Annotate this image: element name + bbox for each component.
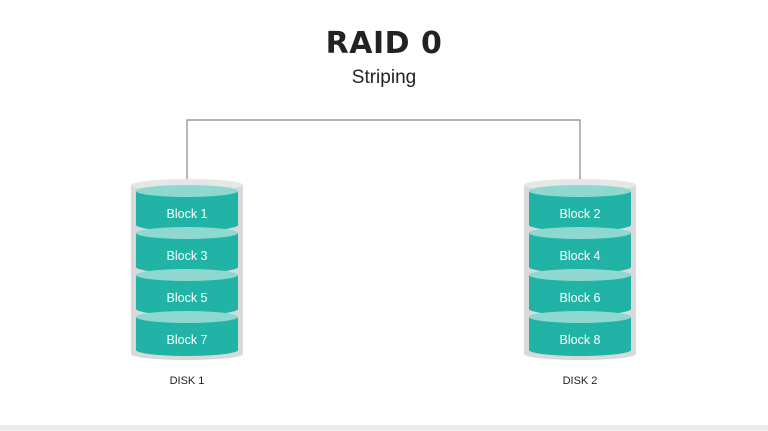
- disk-2-label: DISK 2: [563, 375, 598, 387]
- disk-1-block-5: Block 5: [136, 269, 238, 315]
- diagram-subtitle: Striping: [351, 67, 417, 88]
- block-label: Block 7: [167, 333, 208, 347]
- disk-1-block-1: Block 1: [136, 185, 238, 231]
- disk-1-label: DISK 1: [170, 375, 205, 387]
- block-label: Block 1: [167, 207, 208, 221]
- block-label: Block 6: [560, 291, 601, 305]
- disk-1-block-7: Block 7: [136, 311, 238, 356]
- diagram-title: RAID 0: [325, 26, 443, 61]
- bottom-strip: [0, 425, 768, 431]
- disk-1-block-3: Block 3: [136, 227, 238, 273]
- block-label: Block 4: [560, 249, 601, 263]
- disk-2-block-8: Block 8: [529, 311, 631, 356]
- connector-line: [186, 119, 581, 183]
- disk-2-block-6: Block 6: [529, 269, 631, 315]
- disk-1: Block 1 Block 3 Block 5 Block 7 DISK 1: [131, 179, 243, 387]
- disk-2-block-4: Block 4: [529, 227, 631, 273]
- block-label: Block 5: [167, 291, 208, 305]
- block-label: Block 2: [560, 207, 601, 221]
- disk-2: Block 2 Block 4 Block 6 Block 8 DISK 2: [524, 179, 636, 387]
- disk-2-block-2: Block 2: [529, 185, 631, 231]
- block-label: Block 3: [167, 249, 208, 263]
- block-label: Block 8: [560, 333, 601, 347]
